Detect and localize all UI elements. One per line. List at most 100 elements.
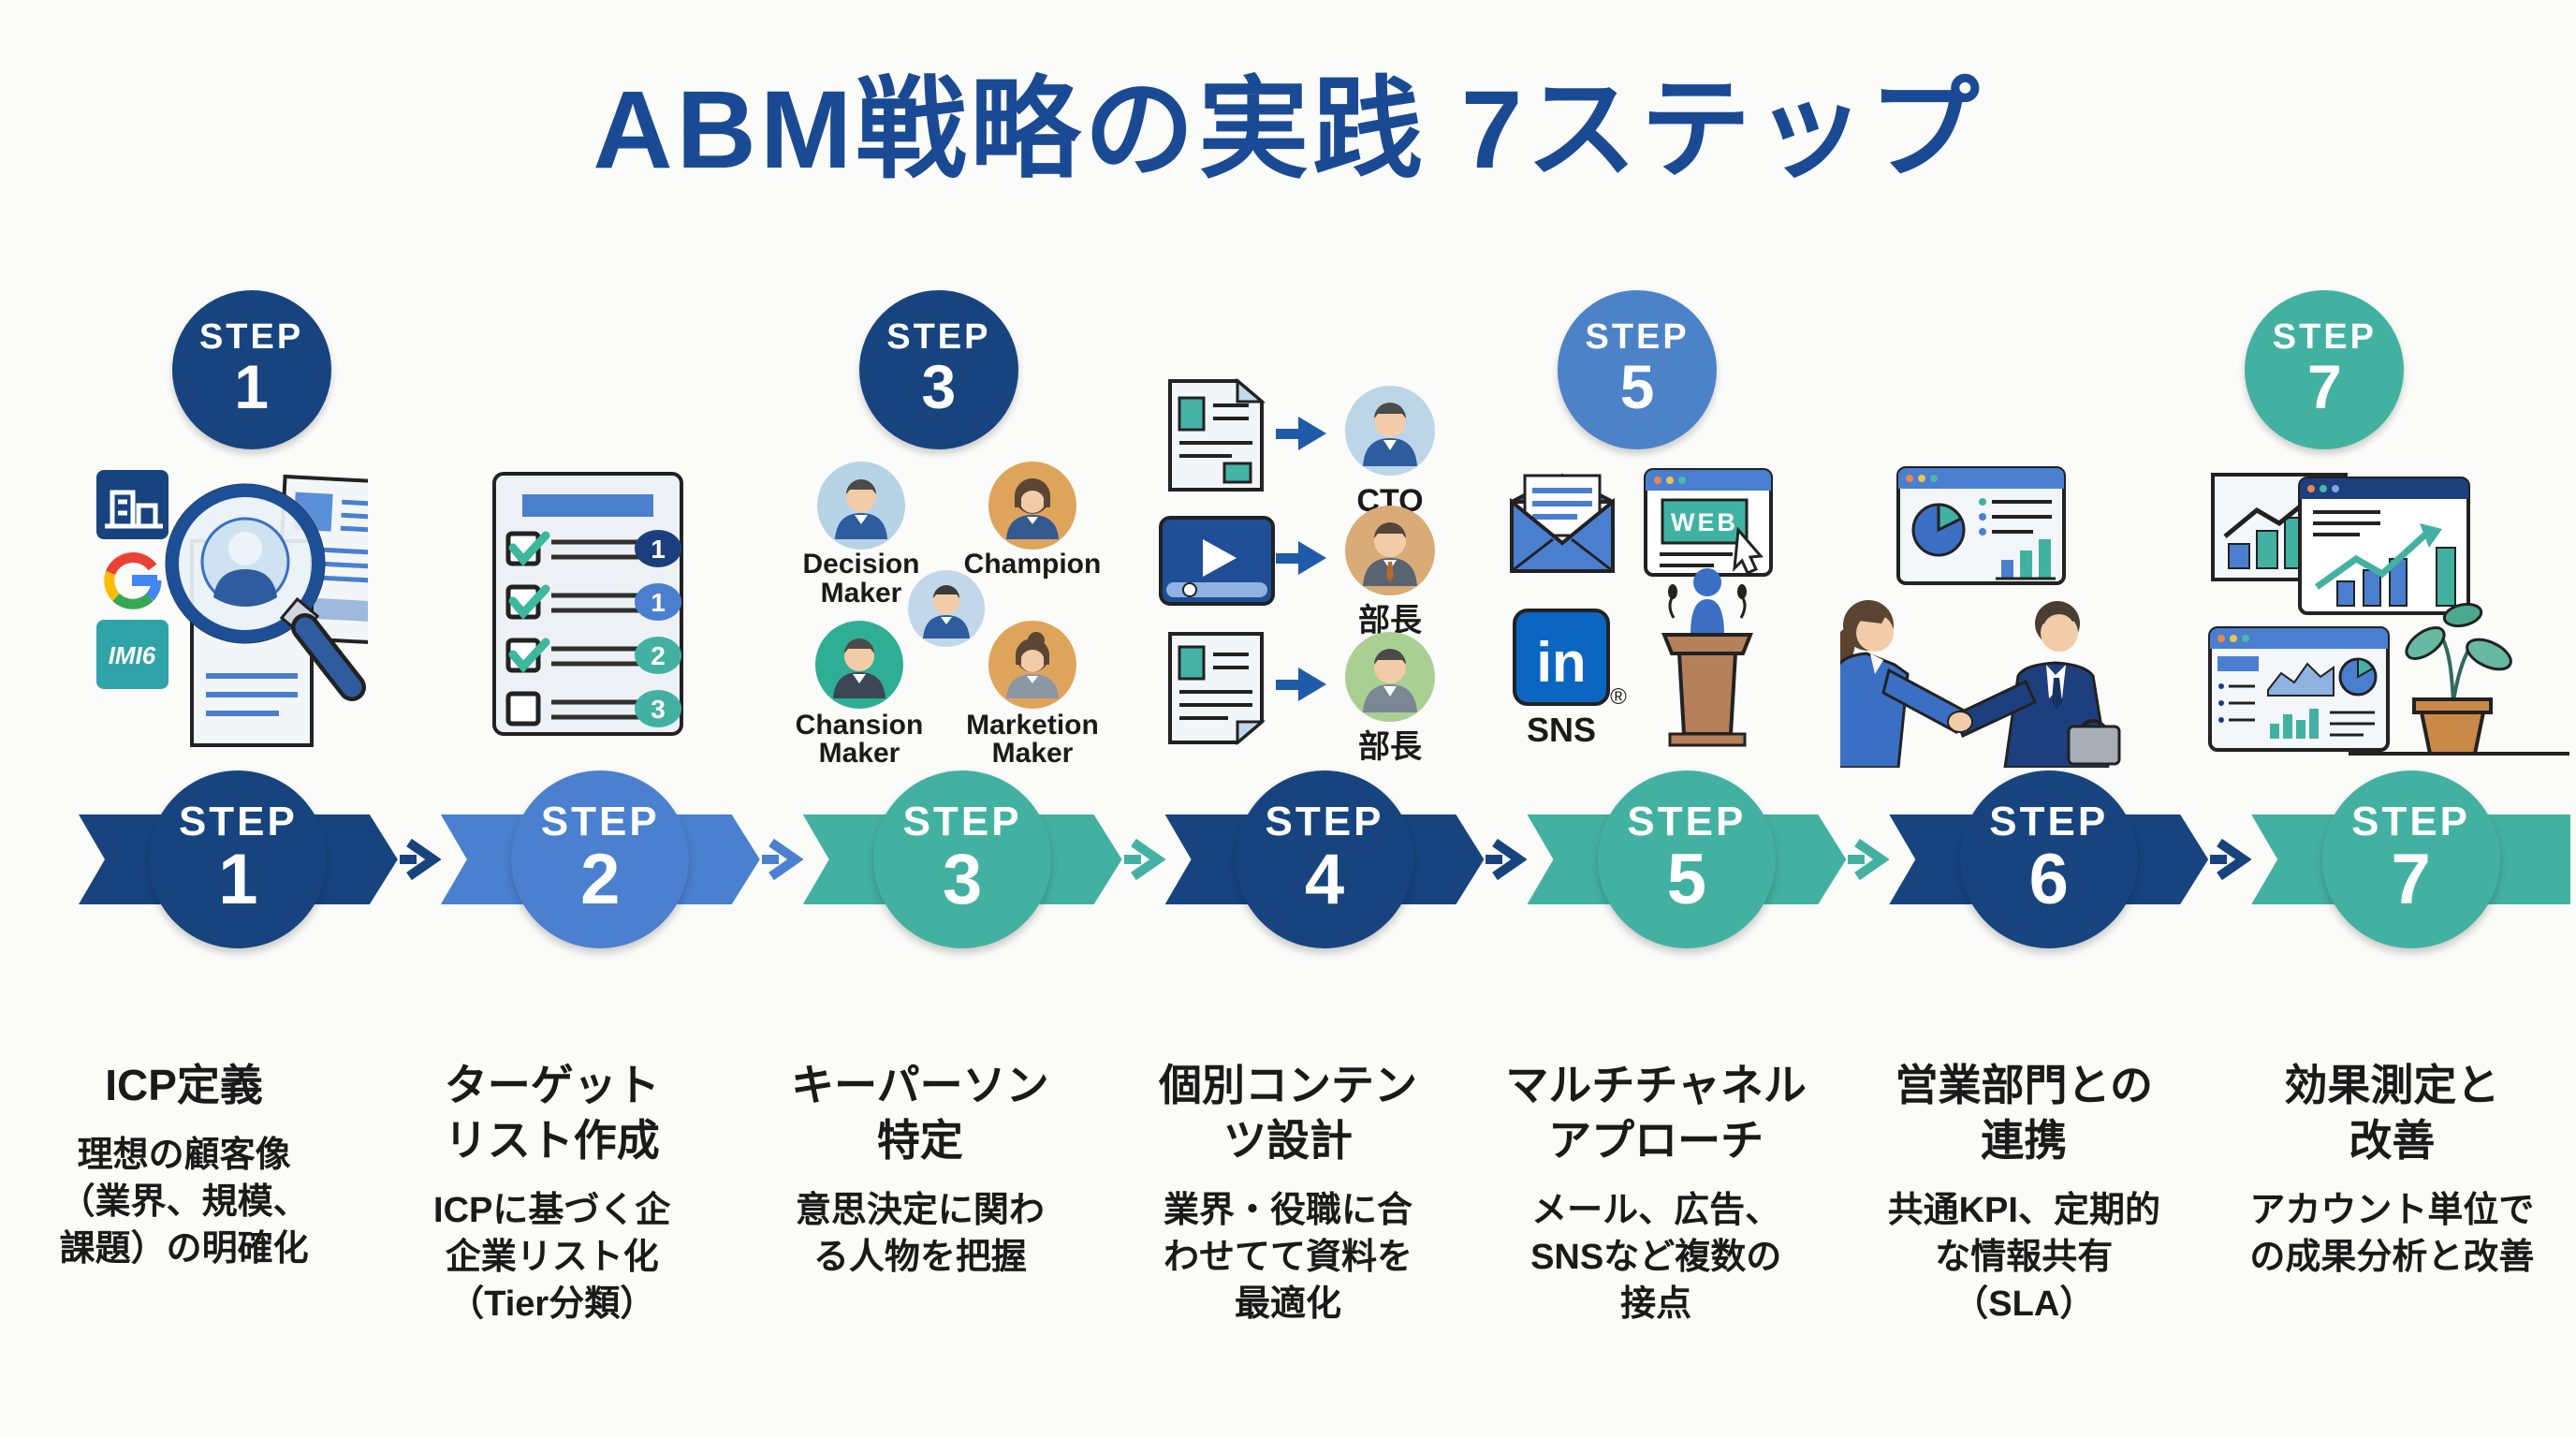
step-number: 6 — [2028, 840, 2069, 920]
document-icon — [1168, 377, 1266, 492]
band-step-2: STEP 2 — [441, 770, 760, 948]
step-1-top-badge: STEP 1 — [171, 290, 331, 449]
keyperson-avatars-illustration: Decision Maker Champion Chansion Maker M… — [796, 462, 1102, 768]
handshake-illustration — [1839, 466, 2121, 768]
page-title: ABM戦略の実践 7ステップ — [593, 68, 1983, 192]
step-2-desc: ICPに基づく企 企業リスト化 （Tier分類） — [433, 1190, 671, 1325]
step-number: 1 — [218, 840, 258, 920]
bucho-avatar-1 — [1345, 506, 1436, 595]
step-4-text: 個別コンテン ツ設計 業界・役職に合 わせてて資料を 最適化 — [1104, 1058, 1471, 1328]
step-number: 2 — [580, 840, 621, 920]
marketion-maker-avatar — [988, 621, 1077, 709]
web-browser-icon: WEB — [1643, 468, 1773, 577]
step-number: 1 — [234, 352, 269, 422]
badge-4: 3 — [651, 695, 666, 724]
linkedin-label: in — [1536, 631, 1586, 694]
step-1-text: ICP定義 理想の顧客像 （業界、規模、 課題）の明確化 — [0, 1058, 368, 1328]
column-step-7: STEP 7 — [2207, 271, 2576, 974]
step-band: STEP 1 STEP 2 STEP 3 ST — [0, 770, 2576, 948]
band-step-4-circle: STEP 4 — [1236, 770, 1413, 948]
step-4-title: 個別コンテン ツ設計 — [1158, 1061, 1417, 1165]
step-number: 5 — [1619, 352, 1655, 422]
step-3-text: キーパーソン 特定 意思決定に関わ る人物を把握 — [736, 1058, 1104, 1328]
email-icon — [1509, 473, 1615, 573]
avatar-label: Maker — [819, 738, 900, 768]
arrow-icon — [1276, 668, 1327, 701]
step-3-top-badge: STEP 3 — [858, 290, 1018, 449]
band-step-3: STEP 3 — [803, 770, 1122, 948]
checklist-header-bar — [522, 494, 654, 517]
illustration-row: STEP 1 — [0, 271, 2576, 974]
column-step-3: STEP 3 — [736, 271, 1104, 974]
teal-logo-text: IMI6 — [109, 641, 156, 669]
column-step-5: STEP 5 WEB — [1472, 271, 1840, 974]
step-word: STEP — [1627, 799, 1747, 845]
band-step-3-circle: STEP 3 — [873, 770, 1052, 948]
column-step-2: 1 1 2 — [368, 271, 736, 974]
step-number: 7 — [2307, 352, 2342, 422]
step-number: 7 — [2391, 840, 2431, 920]
step-number: 4 — [1304, 840, 1345, 920]
bucho-avatar-2 — [1345, 632, 1436, 722]
band-step-1-circle: STEP 1 — [149, 770, 328, 948]
step-6-title: 営業部門との 連携 — [1895, 1061, 2154, 1165]
badge-2: 1 — [651, 588, 666, 617]
dashboard-window-icon — [1895, 466, 2066, 585]
avatar-label: Maker — [821, 578, 902, 609]
step-5-title: マルチチャネル アプローチ — [1505, 1061, 1807, 1165]
document-icon — [1168, 632, 1266, 746]
step-number: 3 — [943, 840, 983, 920]
magnifier-icon — [165, 483, 366, 701]
band-step-7: STEP 7 — [2251, 770, 2571, 948]
step-word: STEP — [540, 799, 660, 845]
avatar-label: Marketion — [966, 710, 1099, 741]
step-3-desc: 意思決定に関わ る人物を把握 — [795, 1190, 1045, 1277]
step-5-desc: メール、広告、 SNSなど複数の 接点 — [1530, 1190, 1782, 1325]
growth-window-icon — [2297, 477, 2470, 615]
cursor-icon — [1732, 526, 1764, 575]
band-step-2-circle: STEP 2 — [511, 770, 690, 948]
step-7-top-badge: STEP 7 — [2245, 290, 2405, 449]
arrow-icon — [1276, 417, 1327, 450]
step-7-desc: アカウント単位で の成果分析と改善 — [2249, 1190, 2535, 1277]
step-1-title: ICP定義 — [105, 1061, 263, 1109]
band-step-7-circle: STEP 7 — [2321, 770, 2500, 948]
avatar-label: Maker — [992, 738, 1074, 768]
dashboard-window-icon — [2207, 626, 2390, 752]
band-step-5-circle: STEP 5 — [1597, 770, 1776, 948]
sns-label: SNS — [1527, 711, 1596, 749]
icp-search-illustration: IMI6 — [96, 470, 368, 747]
step-7-text: 効果測定と 改善 アカウント単位で の成果分析と改善 — [2208, 1058, 2576, 1328]
person-left — [1839, 600, 1968, 768]
step-word: STEP — [1265, 799, 1384, 845]
analytics-growth-illustration — [2207, 473, 2569, 756]
avatar-labels: Decision Maker Champion Chansion Maker M… — [796, 549, 1102, 768]
step-number: 3 — [921, 352, 957, 422]
avatar-label: Champion — [964, 549, 1102, 580]
step-word: STEP — [902, 799, 1022, 845]
chansion-maker-avatar — [815, 621, 904, 709]
flow-arrow-icon — [761, 838, 803, 881]
checklist-illustration: 1 1 2 — [492, 472, 684, 736]
avatar-label: Chansion — [796, 710, 924, 741]
badge-3: 2 — [651, 641, 666, 670]
step-6-desc: 共通KPI、定期的 な情報共有 （SLA） — [1887, 1190, 2160, 1325]
center-avatar — [908, 570, 986, 647]
step-descriptions-row: ICP定義 理想の顧客像 （業界、規模、 課題）の明確化 ターゲット リスト作成… — [0, 1058, 2576, 1328]
step-2-title: ターゲット リスト作成 — [444, 1061, 660, 1165]
flow-arrow-icon — [2210, 838, 2252, 881]
step-word: STEP — [2272, 317, 2378, 358]
champion-avatar — [988, 462, 1077, 550]
step-word: STEP — [198, 317, 304, 358]
google-logo — [104, 552, 162, 609]
flow-arrow-icon — [1123, 838, 1165, 881]
step-4-desc: 業界・役職に合 わせてて資料を 最適化 — [1163, 1190, 1412, 1325]
cto-avatar — [1345, 386, 1436, 476]
step-5-top-badge: STEP 5 — [1558, 290, 1718, 449]
step-word: STEP — [2351, 799, 2471, 845]
step-6-text: 営業部門との 連携 共通KPI、定期的 な情報共有 （SLA） — [1840, 1058, 2208, 1328]
step-1-desc: 理想の顧客像 （業界、規模、 課題）の明確化 — [59, 1135, 309, 1269]
band-step-6-circle: STEP 6 — [1959, 770, 2138, 948]
arrow-icon — [1276, 541, 1327, 575]
